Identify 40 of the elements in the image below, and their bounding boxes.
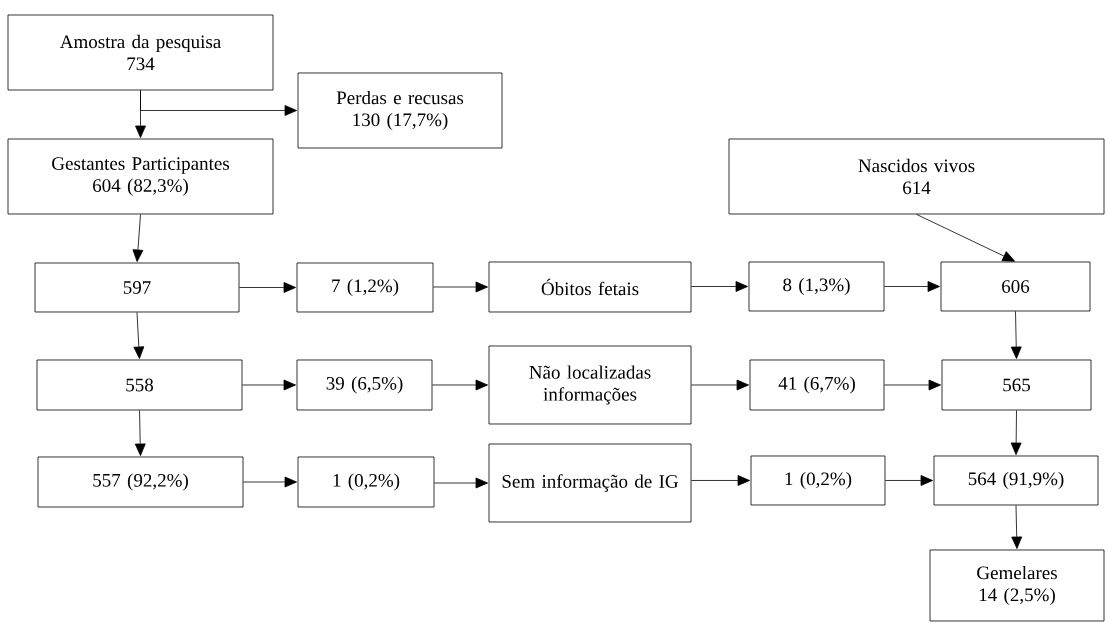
process-box: Gestantes Participantes 604 (82,3%)	[7, 138, 274, 215]
arrow	[433, 281, 488, 293]
process-box: 606	[940, 261, 1091, 312]
process-box: 597	[34, 262, 240, 313]
process-box: 1 (0,2%)	[750, 455, 886, 506]
arrow	[884, 379, 941, 391]
arrow	[691, 475, 750, 486]
arrow	[133, 312, 145, 359]
arrow	[239, 282, 296, 293]
process-box: Nascidos vivos 614	[728, 138, 1105, 215]
arrow	[1010, 410, 1022, 455]
process-box: Sem informação de IG	[488, 443, 692, 523]
arrow	[432, 379, 488, 391]
process-box: Perdas e recusas 130 (17,7%)	[297, 72, 503, 149]
process-box: Não localizadas informações	[488, 345, 692, 425]
process-box: 1 (0,2%)	[297, 456, 435, 508]
arrow	[242, 379, 296, 391]
process-box: Óbitos fetais	[488, 261, 692, 313]
arrow	[884, 281, 940, 292]
arrow	[1011, 505, 1023, 549]
arrow	[691, 379, 749, 391]
process-box: 558	[36, 359, 243, 411]
arrow	[140, 90, 297, 116]
process-box: 557 (92,2%)	[37, 456, 244, 508]
arrow	[885, 475, 933, 486]
arrow	[134, 410, 146, 456]
process-box: 564 (91,9%)	[933, 455, 1099, 506]
process-box: Amostra da pesquisa 734	[7, 14, 274, 91]
process-box: 8 (1,3%)	[748, 261, 885, 312]
process-box: 41 (6,7%)	[749, 359, 885, 411]
process-box: 7 (1,2%)	[296, 262, 434, 313]
arrow	[243, 476, 297, 488]
arrow	[434, 477, 488, 489]
arrow	[916, 214, 1015, 262]
arrow	[132, 214, 144, 262]
arrow	[1010, 311, 1022, 359]
process-box: Gemelares 14 (2,5%)	[929, 549, 1105, 622]
process-box: 39 (6,5%)	[296, 359, 433, 411]
arrow	[691, 281, 748, 292]
process-box: 565	[941, 359, 1092, 411]
